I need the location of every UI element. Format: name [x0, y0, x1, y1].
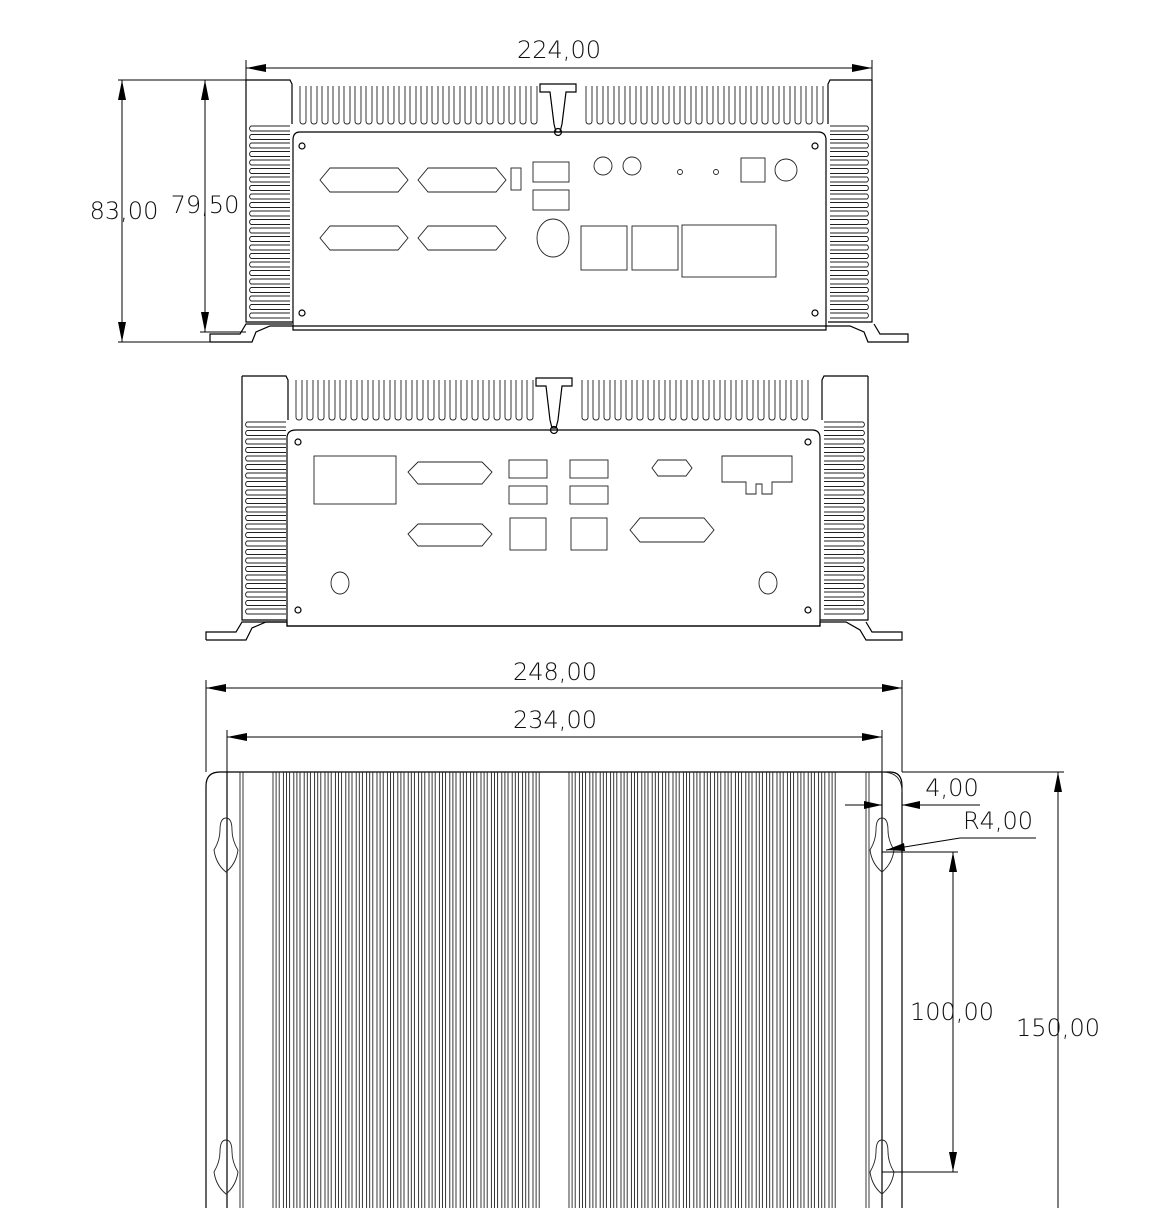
dim-depth: 150,00	[1016, 1014, 1100, 1042]
dim-body-height: 79,50	[171, 191, 240, 219]
heat-sink-top-fins	[295, 380, 809, 421]
dim-base-width: 248,00	[513, 658, 597, 686]
dim-hole-spacing: 100,00	[910, 998, 994, 1026]
heat-sink-fin-lines	[272, 772, 540, 1208]
dimension-lines	[118, 60, 1064, 1208]
heat-sink-top-fins	[299, 86, 824, 125]
rear-view	[205, 375, 903, 641]
mounting-slot	[213, 1139, 239, 1195]
dim-edge-offset: 4,00	[925, 774, 978, 802]
dim-total-height: 83,00	[90, 197, 159, 225]
heat-sink-side-fins	[249, 125, 869, 319]
dim-top-width: 224,00	[517, 36, 601, 64]
heat-sink-fin-lines	[568, 772, 836, 1208]
heat-sink-side-fins	[245, 421, 865, 615]
dim-inner-width: 234,00	[513, 706, 597, 734]
mounting-slot	[213, 817, 239, 873]
mounting-slot	[869, 817, 895, 873]
front-view	[209, 79, 909, 343]
top-view	[205, 771, 903, 1208]
dimension-labels: 224,00 83,00 79,50 248,00 234,00 4,00 R4…	[90, 36, 1100, 1042]
mounting-slot	[869, 1139, 895, 1195]
dim-hole-radius: R4,00	[963, 807, 1033, 835]
